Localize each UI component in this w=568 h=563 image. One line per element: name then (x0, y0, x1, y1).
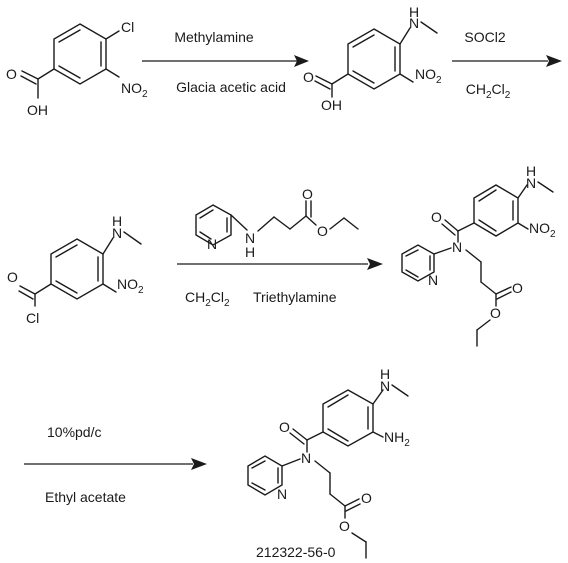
atom-nh-n-3: N (112, 225, 122, 241)
reaction-arrow-2: SOCl2 CH2Cl2 (452, 29, 562, 101)
atom-nh-h-5: H (380, 366, 390, 382)
reagent-pyridylamino-propanoate: N N H O O (195, 186, 359, 260)
cas-number-label: 212322-56-0 (256, 544, 336, 560)
atom-nh-n-4: N (526, 175, 536, 191)
atom-carbonyl-o-5: O (279, 419, 290, 435)
atom-nh-h: H (409, 4, 419, 20)
group-amine: NH2 (384, 429, 410, 449)
atom-carbonyl-o-reagent: O (302, 186, 313, 202)
atom-acyl-cl: Cl (26, 310, 39, 326)
compound-5-product: H N NH2 O N N O O 212322-56-0 (247, 366, 410, 560)
bond-n-methyl (420, 21, 438, 34)
bond-c-cl (105, 30, 120, 40)
atom-nh-n: N (409, 15, 419, 31)
atom-ester-o-reagent: O (317, 223, 328, 239)
compound-2-methylamino-nitrobenzoic-acid: H N NO2 O OH (303, 4, 442, 113)
atom-carbonyl-o: O (6, 66, 17, 82)
reaction-arrow-4: 10%pd/c Ethyl acetate (24, 424, 207, 505)
reagent-label-1: Methylamine (174, 29, 254, 45)
atom-amine-h-reagent: H (245, 244, 255, 260)
compound-4-nitro-amide-ester: H N NO2 O N N O O (401, 163, 556, 347)
reaction-arrow-3: CH2Cl2 Triethylamine (177, 258, 383, 309)
compound-3-acid-chloride: H N NO2 O Cl (7, 213, 144, 326)
bond-c-nh (399, 27, 411, 45)
group-nitro-3: NO2 (117, 276, 144, 296)
pyridine-ring-4 (401, 244, 435, 282)
solvent-label-4: Ethyl acetate (45, 489, 126, 505)
base-label-3: Triethylamine (253, 289, 337, 305)
atom-carbonyl-o-3: O (7, 269, 18, 285)
solvent-label-3: CH2Cl2 (185, 289, 230, 309)
atom-carbonyl-o-ester-4: O (512, 280, 523, 296)
atom-amide-n-4: N (452, 239, 462, 255)
atom-amine-n-reagent: N (245, 230, 255, 246)
group-nitro-4: NO2 (529, 220, 556, 240)
atom-nh-h-3: H (112, 213, 122, 229)
atom-pyridine-n-4: N (428, 272, 438, 288)
atom-carbonyl-o-ester-5: O (361, 490, 372, 506)
atom-ester-o-4: O (490, 305, 501, 321)
atom-nh-n-5: N (380, 378, 390, 394)
atom-pyridine-n-reagent: N (207, 236, 217, 252)
solvent-label-1: Glacia acetic acid (176, 79, 286, 95)
bond-c-double-o (21, 70, 39, 80)
group-nitro: NO2 (121, 80, 148, 100)
atom-cl: Cl (121, 19, 134, 35)
group-hydroxyl: OH (27, 102, 48, 118)
catalyst-label-4: 10%pd/c (47, 424, 101, 440)
atom-ester-o-5: O (339, 518, 350, 534)
atom-carbonyl-o-4: O (431, 209, 442, 225)
atom-nh-h-4: H (526, 163, 536, 179)
group-hydroxyl-2: OH (321, 97, 342, 113)
reagent-label-2: SOCl2 (464, 29, 505, 45)
atom-carbonyl-o-2: O (303, 69, 314, 85)
bond-ring-carboxyl-2 (331, 73, 349, 85)
atom-amide-n-5: N (301, 450, 311, 466)
bond-c-nitro-2 (399, 73, 414, 83)
pyridine-ring-5 (247, 455, 283, 496)
atom-pyridine-n-5: N (277, 486, 287, 502)
bond-c-nitro (105, 68, 120, 78)
solvent-label-2: CH2Cl2 (466, 81, 511, 101)
bond-ring-carboxyl (37, 68, 55, 80)
compound-1-chloro-nitrobenzoic-acid: Cl NO2 O OH (6, 19, 148, 118)
reaction-arrow-1: Methylamine Glacia acetic acid (142, 29, 309, 95)
group-nitro-2: NO2 (415, 66, 442, 86)
